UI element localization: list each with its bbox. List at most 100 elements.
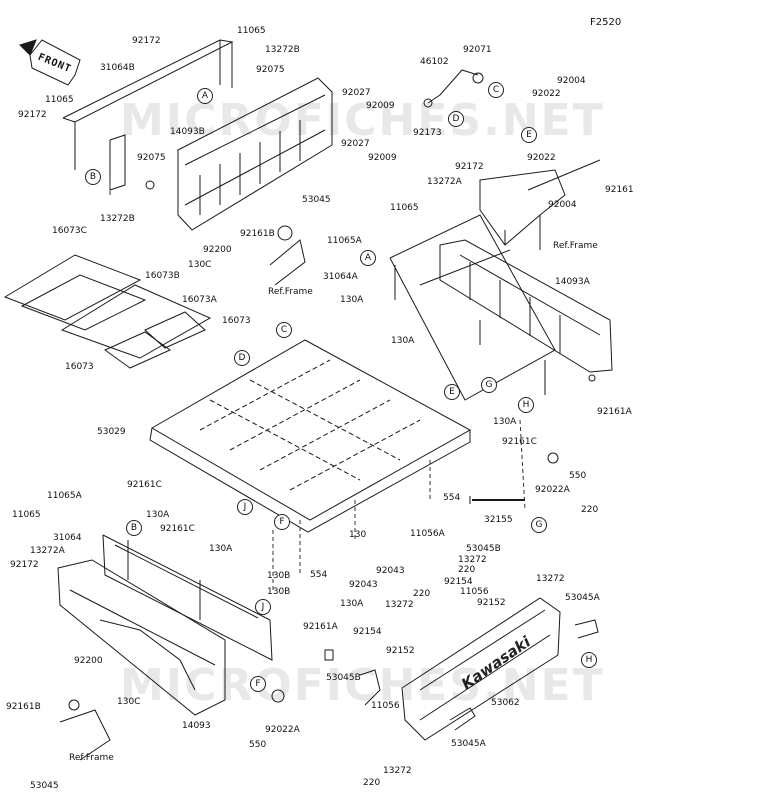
part-label: 92004 bbox=[557, 76, 586, 86]
bracket-right-frame bbox=[479, 159, 601, 250]
front-direction-arrow bbox=[19, 39, 81, 86]
part-label: 14093B bbox=[170, 127, 205, 137]
part-label: 92161A bbox=[597, 407, 632, 417]
part-label: 92152 bbox=[477, 598, 506, 608]
part-label: 16073B bbox=[145, 271, 180, 281]
rail-31064b bbox=[62, 39, 234, 191]
part-label: 13272B bbox=[100, 214, 135, 224]
part-label: 92009 bbox=[368, 153, 397, 163]
part-label: 550 bbox=[569, 471, 587, 481]
reference-label: Ref.Frame bbox=[69, 753, 114, 763]
part-label: 31064 bbox=[53, 533, 82, 543]
part-label: 92022A bbox=[535, 485, 570, 495]
part-label: 92043 bbox=[376, 566, 405, 576]
part-label: 13272A bbox=[30, 546, 65, 556]
part-label: 13272 bbox=[385, 600, 414, 610]
floor-mats bbox=[3, 254, 212, 369]
deck-53029 bbox=[149, 339, 472, 533]
callout-c: C bbox=[276, 322, 292, 338]
part-label: 220 bbox=[458, 565, 476, 575]
part-label: 13272 bbox=[458, 555, 487, 565]
part-label: 550 bbox=[249, 740, 267, 750]
part-label: 53045 bbox=[302, 195, 331, 205]
part-label: 130C bbox=[117, 697, 141, 707]
callout-e: E bbox=[521, 127, 537, 143]
part-label: 31064A bbox=[323, 272, 358, 282]
part-label: 130B bbox=[267, 587, 291, 597]
part-label: 11056 bbox=[371, 701, 400, 711]
callout-d: D bbox=[234, 350, 250, 366]
part-label: 130C bbox=[188, 260, 212, 270]
part-label: 14093A bbox=[555, 277, 590, 287]
part-label: 13272 bbox=[536, 574, 565, 584]
watermark-bottom: MICROFICHES.NET bbox=[120, 660, 605, 711]
rail-31064 bbox=[102, 534, 273, 661]
part-label: 92200 bbox=[203, 245, 232, 255]
part-label: 92152 bbox=[386, 646, 415, 656]
part-label: 92173 bbox=[413, 128, 442, 138]
part-label: 13272A bbox=[427, 177, 462, 187]
part-label: 92172 bbox=[132, 36, 161, 46]
part-label: 92027 bbox=[341, 139, 370, 149]
part-label: 92022A bbox=[265, 725, 300, 735]
part-label: 130 bbox=[349, 530, 367, 540]
part-label: 46102 bbox=[420, 57, 449, 67]
part-label: 130A bbox=[209, 544, 233, 554]
part-label: 130B bbox=[267, 571, 291, 581]
callout-a: A bbox=[197, 88, 213, 104]
part-label: 130A bbox=[340, 599, 364, 609]
bolt-92161b-top bbox=[277, 225, 293, 241]
callout-c: C bbox=[488, 82, 504, 98]
part-label: 92043 bbox=[349, 580, 378, 590]
part-label: 92161C bbox=[502, 437, 537, 447]
part-label: 220 bbox=[363, 778, 381, 788]
callout-g: G bbox=[531, 517, 547, 533]
part-label: 92161B bbox=[240, 229, 275, 239]
part-label: 220 bbox=[413, 589, 431, 599]
part-label: 53062 bbox=[491, 698, 520, 708]
part-label: 53045A bbox=[451, 739, 486, 749]
part-label: 92009 bbox=[366, 101, 395, 111]
part-label: 53045B bbox=[466, 544, 501, 554]
tailgate-53062 bbox=[401, 597, 561, 741]
callout-h: H bbox=[581, 652, 597, 668]
part-label: 32155 bbox=[484, 515, 513, 525]
part-label: 554 bbox=[443, 493, 461, 503]
part-label: 11065A bbox=[47, 491, 82, 501]
part-label: 13272 bbox=[383, 766, 412, 776]
part-label: 130A bbox=[340, 295, 364, 305]
part-label: 11065 bbox=[45, 95, 74, 105]
callout-f: F bbox=[274, 514, 290, 530]
part-label: 92004 bbox=[548, 200, 577, 210]
part-label: 92154 bbox=[444, 577, 473, 587]
part-label: 554 bbox=[310, 570, 328, 580]
part-label: 16073C bbox=[52, 226, 87, 236]
part-label: 11056A bbox=[410, 529, 445, 539]
part-label: 92172 bbox=[455, 162, 484, 172]
part-label: 16073 bbox=[65, 362, 94, 372]
part-label: 92071 bbox=[463, 45, 492, 55]
callout-d: D bbox=[448, 111, 464, 127]
part-label: 92200 bbox=[74, 656, 103, 666]
part-label: 92154 bbox=[353, 627, 382, 637]
panel-14093 bbox=[57, 559, 226, 716]
part-label: 92161 bbox=[605, 185, 634, 195]
callout-b: B bbox=[126, 520, 142, 536]
part-label: 53045 bbox=[30, 781, 59, 791]
callout-a: A bbox=[360, 250, 376, 266]
panel-14093a bbox=[439, 239, 613, 373]
callout-h: H bbox=[518, 397, 534, 413]
part-label: 92161B bbox=[6, 702, 41, 712]
reference-label: Ref.Frame bbox=[553, 241, 598, 251]
part-label: 53045A bbox=[565, 593, 600, 603]
callout-b: B bbox=[85, 169, 101, 185]
part-label: 11065 bbox=[12, 510, 41, 520]
reference-label: Ref.Frame bbox=[268, 287, 313, 297]
part-label: 11065A bbox=[327, 236, 362, 246]
part-label: 53029 bbox=[97, 427, 126, 437]
panel-14093b bbox=[177, 77, 333, 231]
part-label: 130A bbox=[391, 336, 415, 346]
part-label: 92075 bbox=[256, 65, 285, 75]
